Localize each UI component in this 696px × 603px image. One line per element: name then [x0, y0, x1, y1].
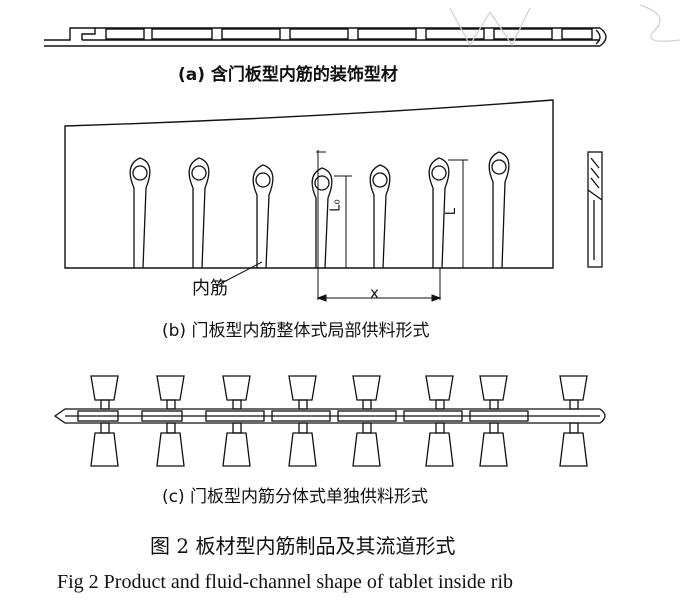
figure-title-en: Fig 2 Product and fluid-channel shape of… [57, 571, 514, 593]
panel-c-feeders [77, 375, 588, 467]
rib-6 [428, 157, 450, 269]
panel-b-dimensions [215, 150, 468, 302]
dim-x-label: x [370, 284, 379, 302]
rib-7 [488, 151, 510, 269]
figure-title-cn: 图 2 板材型内筋制品及其流道形式 [150, 534, 456, 558]
panel-c-caption: (c) 门板型内筋分体式单独供料形式 [162, 487, 429, 507]
panel-b-board [64, 99, 554, 269]
rib-5 [369, 164, 391, 269]
panel-b-section [587, 151, 603, 268]
rib-4 [311, 167, 333, 269]
rib-label: 内筋 [192, 278, 228, 299]
panel-b-caption: (b) 门板型内筋整体式局部供料形式 [162, 321, 430, 341]
rib-3 [252, 164, 274, 269]
watermark [449, 4, 681, 47]
feeder-5 [337, 375, 397, 467]
feeder-2 [141, 375, 185, 467]
rib-1 [129, 157, 151, 269]
feeder-6 [403, 375, 463, 467]
dim-l0-label: L₀ [328, 199, 344, 212]
feeder-7 [469, 375, 529, 467]
panel-a-profile [44, 27, 607, 47]
rib-2 [188, 157, 210, 269]
panel-c-profile [53, 408, 606, 424]
panel-b-ribs [129, 151, 510, 269]
panel-a-caption: (a) 含门板型内筋的装饰型材 [178, 65, 398, 85]
feeder-4 [271, 375, 331, 467]
dim-l-label: L [444, 207, 460, 216]
feeder-3 [205, 375, 265, 467]
feeder-8 [559, 375, 588, 467]
feeder-1 [77, 375, 119, 467]
